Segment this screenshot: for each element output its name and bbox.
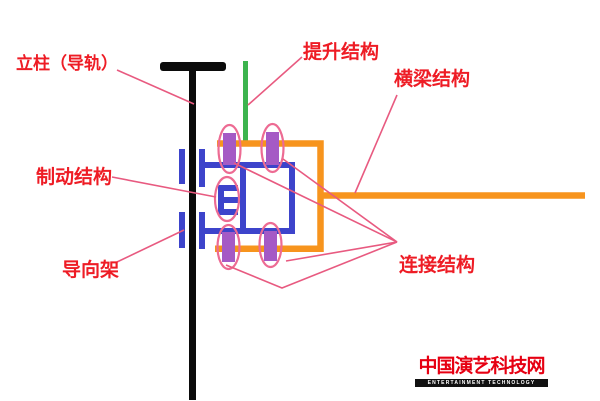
logo-subtitle: ENTERTAINMENT TECHNOLOGY [415, 378, 548, 387]
leader-connector-4 [225, 241, 398, 289]
label-guide-frame: 导向架 [62, 260, 120, 281]
leader-connector-1 [233, 162, 398, 243]
lift-rod [243, 61, 248, 144]
highlight-ellipse-brake [213, 175, 241, 223]
connector-top-left [223, 133, 236, 165]
leader-lift [247, 56, 303, 106]
highlight-ellipses [213, 122, 285, 271]
label-beam-structure: 横梁结构 [394, 69, 471, 90]
connector-top-right [266, 132, 279, 165]
leader-lines [111, 56, 398, 289]
label-column-rail: 立柱（导轨） [16, 54, 118, 73]
leader-connector-2 [282, 158, 398, 243]
label-connector-structure: 连接结构 [399, 255, 476, 276]
guide-shoe-bottom-left [179, 212, 185, 248]
logo-title: 中国演艺科技网 [418, 356, 545, 377]
brake-c-shape [218, 185, 238, 215]
leader-guide [116, 229, 185, 263]
connector-bottom-left [222, 232, 235, 262]
carriage-outline [202, 162, 295, 234]
label-lift-structure: 提升结构 [303, 42, 380, 63]
leader-connector-3 [285, 241, 398, 262]
guide-shoe-top-left [179, 149, 185, 184]
column-rail [160, 62, 226, 400]
connectors [222, 132, 279, 262]
leader-column [116, 69, 195, 105]
leader-beam [354, 94, 398, 194]
label-brake-structure: 制动结构 [36, 167, 113, 188]
brake-caliper [218, 185, 246, 215]
highlight-ellipse-top-right [260, 122, 285, 174]
connector-bottom-right [264, 231, 277, 261]
highlight-ellipse-top-left [217, 123, 242, 175]
watermark-logo: 中国演艺科技网 ENTERTAINMENT TECHNOLOGY [415, 356, 548, 387]
highlight-ellipse-bottom-left [216, 223, 241, 271]
highlight-ellipse-bottom-right [258, 221, 283, 269]
leader-brake [111, 176, 217, 198]
column-shaft [189, 66, 196, 400]
